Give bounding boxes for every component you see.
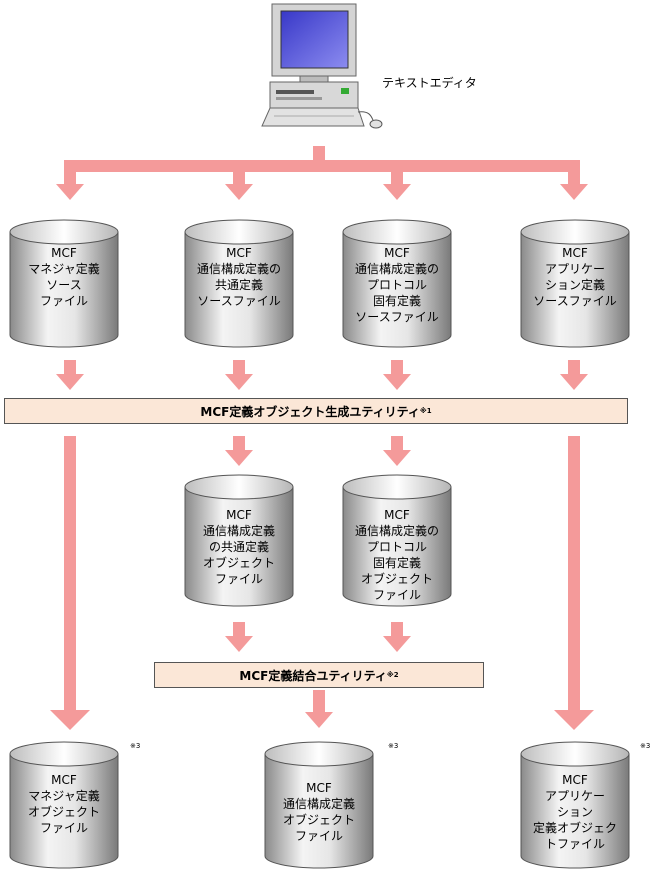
mcf-object-generation-utility: MCF定義オブジェクト生成ユティリティ※1 bbox=[4, 398, 628, 424]
output-file-application: MCF アプリケー ション 定義オブジェク トファイル bbox=[521, 772, 629, 852]
label-line: 通信構成定義の bbox=[354, 524, 439, 538]
output-file-communication: MCF 通信構成定義 オブジェクト ファイル bbox=[265, 780, 373, 844]
label-line: 定義オブジェク bbox=[532, 821, 617, 835]
label-line: ソースファイル bbox=[355, 310, 439, 324]
label-line: 共通定義 bbox=[214, 278, 263, 292]
output-file-manager: MCF マネジャ定義 オブジェクト ファイル bbox=[10, 772, 118, 836]
label-line: ファイル bbox=[39, 294, 88, 308]
label-line: MCF bbox=[384, 508, 410, 522]
label-line: ション定義 bbox=[544, 278, 605, 292]
source-file-common: MCF 通信構成定義の 共通定義 ソースファイル bbox=[185, 245, 293, 309]
label-line: MCF bbox=[226, 246, 252, 260]
label-line: ファイル bbox=[214, 572, 263, 586]
label-line: MCF bbox=[384, 246, 410, 260]
long-arrows bbox=[50, 436, 594, 730]
output-cylinders bbox=[9, 741, 630, 869]
label-line: アプリケー bbox=[544, 262, 605, 276]
label-line: MCF bbox=[562, 773, 588, 787]
utility1-note: ※1 bbox=[419, 407, 432, 415]
distribution-arrows bbox=[56, 146, 588, 200]
arrows-to-utility1 bbox=[56, 360, 588, 390]
output-note-manager: ※3 bbox=[130, 742, 141, 750]
text-editor-label: テキストエディタ bbox=[382, 76, 477, 90]
source-file-protocol: MCF 通信構成定義の プロトコル 固有定義 ソースファイル bbox=[343, 245, 451, 325]
label-line: ファイル bbox=[294, 829, 343, 843]
label-line: マネジャ定義 bbox=[28, 789, 100, 803]
label-line: ファイル bbox=[39, 821, 88, 835]
label-line: MCF bbox=[306, 781, 332, 795]
label-line: 固有定義 bbox=[372, 294, 421, 308]
source-file-manager: MCF マネジャ定義 ソース ファイル bbox=[10, 245, 118, 309]
label-line: 通信構成定義 bbox=[282, 797, 355, 811]
label-line: 通信構成定義 bbox=[202, 524, 275, 538]
arrows-to-utility2 bbox=[225, 622, 411, 652]
utility1-label: MCF定義オブジェクト生成ユティリティ bbox=[200, 404, 420, 419]
label-line: プロトコル bbox=[366, 540, 427, 554]
source-file-application: MCF アプリケー ション定義 ソースファイル bbox=[521, 245, 629, 309]
label-line: MCF bbox=[51, 246, 77, 260]
label-line: オブジェクト bbox=[360, 572, 433, 586]
label-line: オブジェクト bbox=[27, 805, 100, 819]
label-line: トファイル bbox=[544, 837, 605, 851]
label-line: 通信構成定義の bbox=[354, 262, 439, 276]
label-line: 通信構成定義の bbox=[196, 262, 281, 276]
object-file-protocol: MCF 通信構成定義の プロトコル 固有定義 オブジェクト ファイル bbox=[343, 507, 451, 603]
label-line: 固有定義 bbox=[372, 556, 421, 570]
label-line: プロトコル bbox=[366, 278, 427, 292]
utility2-note: ※2 bbox=[386, 671, 399, 679]
label-line: オブジェクト bbox=[282, 813, 355, 827]
label-line: ソースファイル bbox=[533, 294, 617, 308]
label-line: ファイル bbox=[372, 588, 421, 602]
label-line: ソース bbox=[46, 278, 82, 292]
arrow-from-utility2 bbox=[305, 690, 333, 728]
source-cylinders bbox=[9, 219, 630, 348]
label-line: MCF bbox=[562, 246, 588, 260]
mcf-definition-merge-utility: MCF定義結合ユティリティ※2 bbox=[154, 662, 484, 688]
arrows-to-intermediate bbox=[225, 436, 411, 466]
computer-icon bbox=[261, 3, 383, 129]
label-line: アプリケー bbox=[544, 789, 605, 803]
output-note-communication: ※3 bbox=[388, 742, 399, 750]
utility2-label: MCF定義結合ユティリティ bbox=[239, 668, 387, 683]
object-file-common: MCF 通信構成定義 の共通定義 オブジェクト ファイル bbox=[185, 507, 293, 587]
label-line: MCF bbox=[51, 773, 77, 787]
label-line: の共通定義 bbox=[208, 540, 269, 554]
label-line: ション bbox=[556, 805, 593, 819]
label-line: オブジェクト bbox=[202, 556, 275, 570]
intermediate-cylinders bbox=[184, 474, 452, 607]
label-line: マネジャ定義 bbox=[28, 262, 100, 276]
label-line: MCF bbox=[226, 508, 252, 522]
label-line: ソースファイル bbox=[197, 294, 281, 308]
output-note-application: ※3 bbox=[640, 742, 651, 750]
